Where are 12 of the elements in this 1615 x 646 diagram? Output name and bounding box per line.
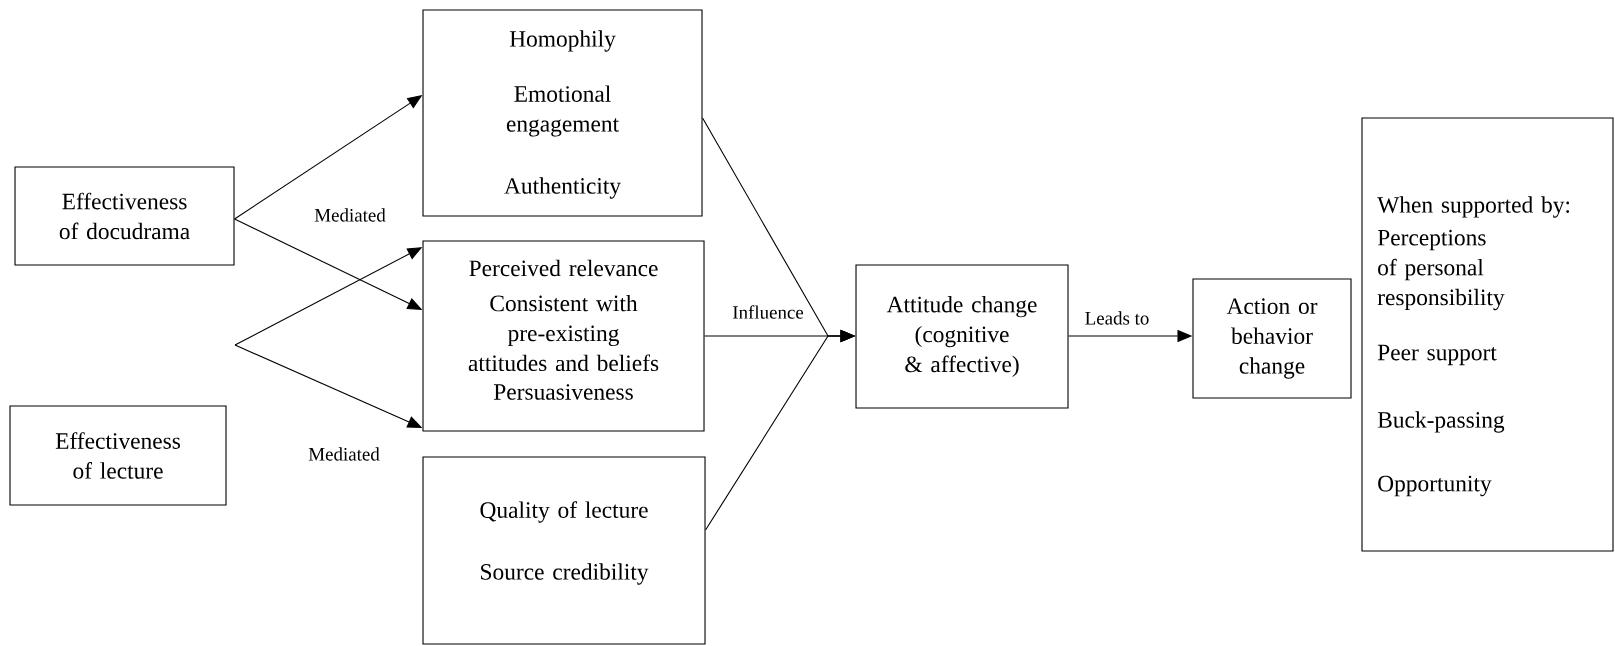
edge-label: Leads to [1083, 310, 1151, 326]
process-box: Action or behavior change [1192, 278, 1352, 399]
annotation-text: Mediated [308, 447, 380, 461]
process-box: Attitude change (cognitive & affective) [855, 264, 1069, 409]
process-box: Quality of lecture Source credibility [422, 456, 706, 645]
process-box: Perceived relevance Consistent with pre-existing attitudes and beliefs Persuasiveness [422, 240, 705, 432]
process-box: Homophily Emotional engagement Authenticity [422, 9, 703, 217]
edge-label: Influence [731, 304, 805, 320]
annotation-text: Mediated [314, 208, 386, 222]
process-box: When supported by: Perceptions of personal responsibility Peer support Buck-passing Opportunity [1361, 117, 1614, 552]
process-box: Effectiveness of lecture [9, 405, 227, 506]
process-box: Effectiveness of docudrama [14, 166, 235, 266]
